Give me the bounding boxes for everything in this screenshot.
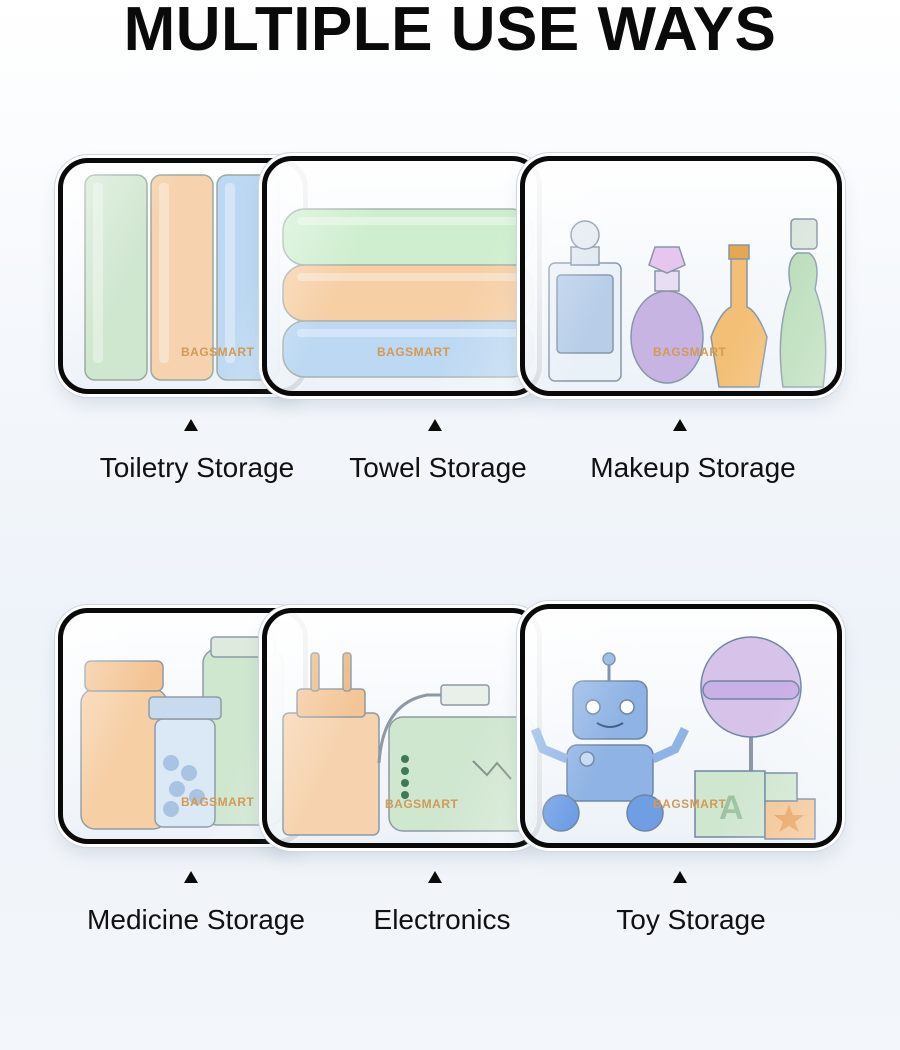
arrow-up-icon [673,419,687,431]
towel-bag: BAGSMART [262,156,542,396]
arrow-up-icon [184,419,198,431]
arrow-up-icon [428,871,442,883]
brand-logo: BAGSMART [181,345,255,359]
brand-logo: BAGSMART [653,345,727,359]
makeup-bag: BAGSMART [520,156,842,396]
category-label: Makeup Storage [590,452,796,483]
charger-powerbank-icon [282,652,536,836]
category-label: Medicine Storage [87,904,305,935]
category-label: Electronics [373,904,511,935]
perfume-bottles-icon [548,218,827,388]
robot-toy-icon: A [530,636,816,840]
electronics-bag: BAGSMART [262,608,542,848]
folded-towels-icon [282,208,534,378]
brand-logo: BAGSMART [653,797,727,811]
arrow-up-icon [673,871,687,883]
brand-logo: BAGSMART [377,345,451,359]
arrow-up-icon [184,871,198,883]
brand-logo: BAGSMART [181,795,255,809]
category-label: Toy Storage [616,904,766,935]
toy-bag: A BAGSMART [520,604,842,848]
category-label: Toiletry Storage [99,452,295,483]
arrow-up-icon [428,419,442,431]
category-label: Towel Storage [349,452,527,483]
page-title: MULTIPLE USE WAYS [123,0,777,64]
brand-logo: BAGSMART [385,797,459,811]
